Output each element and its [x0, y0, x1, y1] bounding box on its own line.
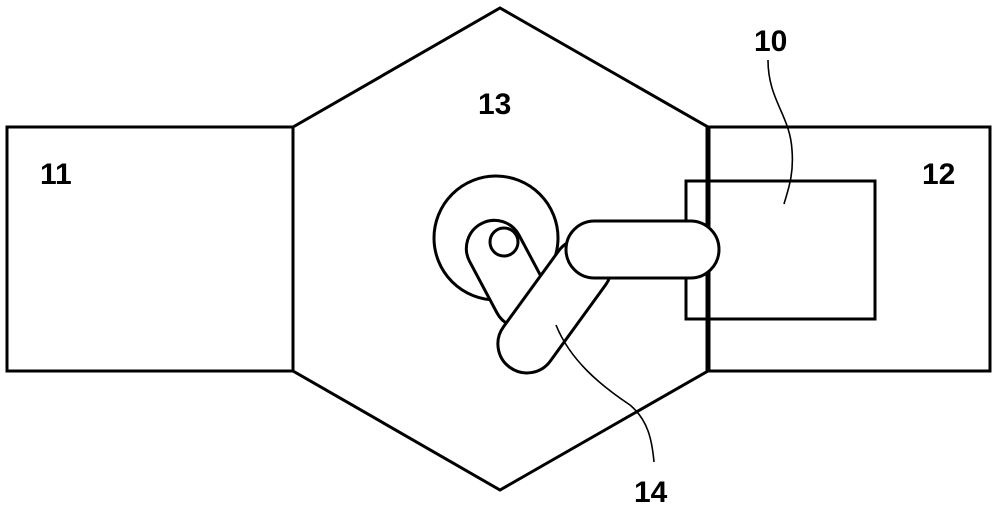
hub-pivot	[488, 226, 520, 258]
label-14: 14	[634, 476, 668, 509]
label-12: 12	[922, 158, 955, 191]
leader-line-10	[767, 59, 794, 205]
horizontal-rod	[564, 219, 721, 280]
label-13: 13	[478, 88, 511, 121]
label-11: 11	[40, 158, 72, 191]
label-10: 10	[754, 25, 787, 58]
leader-line-14	[555, 324, 655, 463]
